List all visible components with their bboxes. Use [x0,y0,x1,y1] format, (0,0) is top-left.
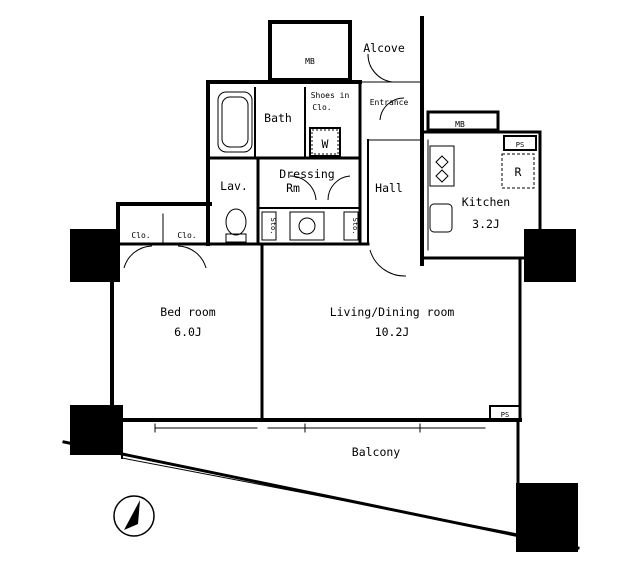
room-size-bedroom: 6.0J [174,325,202,339]
toilet [225,208,247,236]
fixtures [123,53,537,421]
room-label-living: Living/Dining room [330,305,455,319]
room-label-balcony: Balcony [352,445,401,459]
room-label-bath: Bath [264,111,292,125]
stove [429,145,455,187]
fixture-label-refrigerator: R [515,165,522,179]
bathtub [217,91,253,153]
fixture-label-ps-kitchen: PS [516,141,524,149]
structural-columns [70,229,578,552]
room-size-kitchen: 3.2J [472,217,500,231]
fixture-label-ps-living: PS [501,411,509,419]
fixture-label-closet-right: Clo. [177,231,196,240]
compass-icon [113,495,155,537]
column-right-upper [524,229,576,282]
fixture-label-mb-top: MB [305,57,315,66]
walls [62,16,580,550]
washbasin [289,211,325,241]
sink [429,203,453,233]
room-label-lav: Lav. [220,179,248,193]
column-left-lower [70,405,123,455]
room-label-dressing-rm: Rm [286,181,300,195]
washer-box [309,127,341,157]
fixture-label-closet-left: Clo. [131,231,150,240]
fixture-label-storage-right: Sto. [351,218,359,235]
fixture-label-storage-left: Sto. [269,218,277,235]
room-label-dressing: Dressing [279,167,334,181]
room-label-bedroom: Bed room [160,305,215,319]
refrigerator [501,153,535,189]
room-label-alcove: Alcove [363,41,405,55]
room-label-shoes: Shoes in [311,91,350,100]
room-size-living: 10.2J [375,325,410,339]
fixture-label-washer: W [322,137,329,151]
room-label-kitchen: Kitchen [462,195,510,209]
room-label-hall: Hall [375,181,403,195]
room-label-shoes-clo: Clo. [312,103,331,112]
fixture-label-mb-kitchen: MB [455,120,465,129]
room-label-entrance: Entrance [370,98,409,107]
